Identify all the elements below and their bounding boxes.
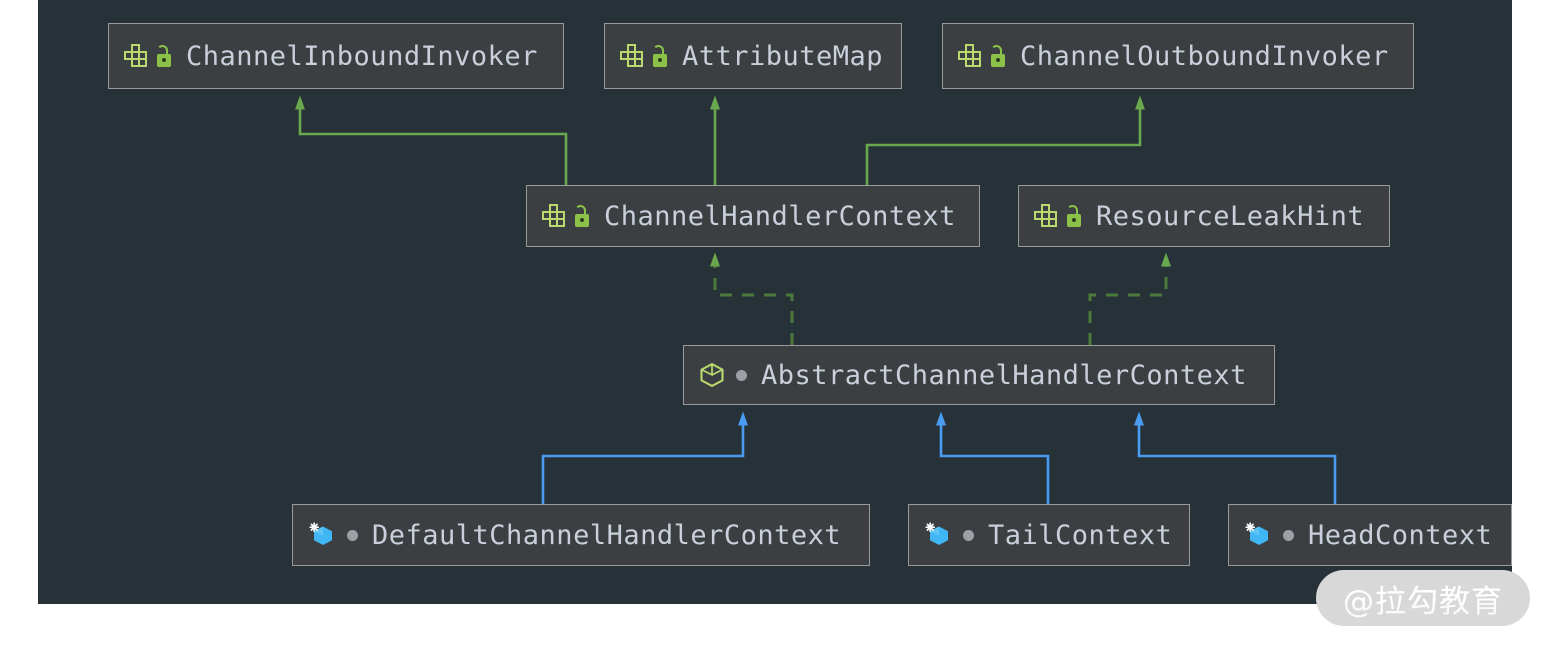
edge-chc-to-inbound	[295, 95, 568, 185]
node-channel-inbound-invoker[interactable]: ChannelInboundInvoker	[108, 23, 564, 89]
abstract-class-icon	[698, 361, 736, 389]
interface-icon	[1033, 203, 1064, 229]
interface-icon	[123, 43, 154, 69]
node-tail-context[interactable]: TailContext	[908, 504, 1190, 566]
node-resource-leak-hint[interactable]: ResourceLeakHint	[1018, 185, 1390, 247]
node-attribute-map[interactable]: AttributeMap	[604, 23, 902, 89]
node-label: HeadContext	[1308, 519, 1493, 551]
edge-dchc-to-achc	[541, 411, 748, 504]
unlocked-padlock-icon	[1064, 204, 1096, 228]
edge-achc-to-rlh	[1088, 252, 1171, 345]
node-channel-outbound-invoker[interactable]: ChannelOutboundInvoker	[942, 23, 1414, 89]
edge-achc-to-chc	[710, 252, 794, 345]
unlocked-padlock-icon	[650, 44, 682, 68]
node-label: ChannelOutboundInvoker	[1020, 40, 1389, 72]
final-class-icon	[923, 520, 963, 550]
unlocked-padlock-icon	[988, 44, 1020, 68]
unlocked-padlock-icon	[154, 44, 186, 68]
node-label: TailContext	[988, 519, 1173, 551]
node-label: ResourceLeakHint	[1096, 200, 1365, 232]
node-label: AbstractChannelHandlerContext	[761, 359, 1247, 391]
unlocked-padlock-icon	[572, 204, 604, 228]
node-head-context[interactable]: HeadContext	[1228, 504, 1512, 566]
package-private-dot-icon	[736, 369, 747, 381]
diagram-canvas: ChannelInboundInvoker AttributeMap Chann…	[38, 0, 1512, 604]
edge-chc-to-outbound	[865, 95, 1145, 185]
watermark-badge: @拉勾教育	[1316, 570, 1530, 626]
node-label: ChannelHandlerContext	[604, 200, 956, 232]
final-class-icon	[1243, 520, 1283, 550]
edge-tail-to-achc	[936, 411, 1050, 504]
edge-head-to-achc	[1134, 411, 1337, 504]
node-channel-handler-context[interactable]: ChannelHandlerContext	[526, 185, 980, 247]
interface-icon	[619, 43, 650, 69]
package-private-dot-icon	[1283, 529, 1294, 541]
node-label: AttributeMap	[682, 40, 884, 72]
package-private-dot-icon	[347, 529, 358, 541]
node-abstract-channel-handler-context[interactable]: AbstractChannelHandlerContext	[683, 345, 1275, 405]
interface-icon	[541, 203, 572, 229]
node-default-channel-handler-context[interactable]: DefaultChannelHandlerContext	[292, 504, 870, 566]
node-label: ChannelInboundInvoker	[186, 40, 538, 72]
final-class-icon	[307, 520, 347, 550]
package-private-dot-icon	[963, 529, 974, 541]
interface-icon	[957, 43, 988, 69]
watermark-text: @拉勾教育	[1343, 583, 1503, 620]
node-label: DefaultChannelHandlerContext	[372, 519, 842, 551]
